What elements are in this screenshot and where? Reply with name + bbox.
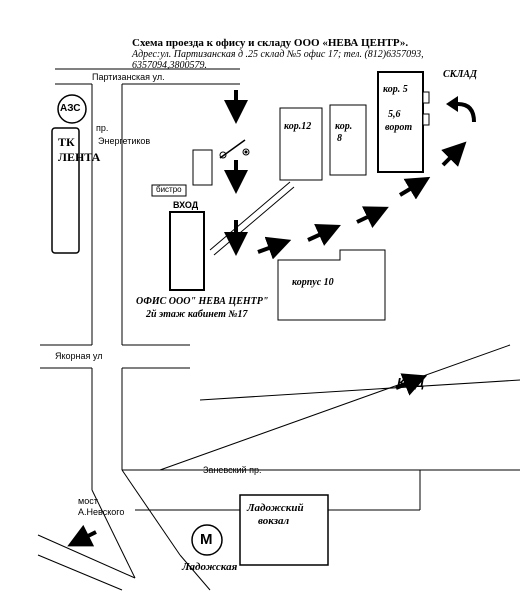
- metro-icon: [191, 524, 223, 556]
- route-arrow: [441, 141, 467, 167]
- azs-marker: [57, 94, 87, 124]
- entrance-label: ВХОД: [173, 200, 199, 210]
- gates-label-line-2: ворот: [385, 122, 413, 133]
- route-arrow: [67, 524, 97, 547]
- gates-label-line-1: 5,6: [388, 109, 401, 120]
- ladozhsky-label-line-1: Ладожский: [247, 502, 304, 514]
- office-building: [169, 211, 205, 291]
- bridge-label-line-1: мост: [78, 496, 98, 506]
- korpus-10-building: [277, 249, 386, 321]
- korpus-8-building: [329, 104, 367, 176]
- address-line-1: Адрес:ул. Партизанская д .25 склад №5 оф…: [132, 49, 424, 60]
- ladozhsky-label-line-2: вокзал: [258, 515, 290, 527]
- route-arrow: [398, 176, 431, 200]
- warehouse-label: СКЛАД: [443, 69, 477, 80]
- korpus-5-building: [377, 71, 424, 173]
- bridge-label-line-2: А.Невского: [78, 507, 125, 517]
- korpus-8-label-line-2: 8: [337, 133, 342, 144]
- tk-lenta-building: [51, 127, 80, 254]
- address-line-2: 6357094,3800579.: [132, 60, 207, 71]
- korpus-5-label: кор. 5: [383, 84, 408, 95]
- gate-marker: [422, 113, 430, 126]
- route-arrow: [307, 224, 341, 246]
- route-arrow: [356, 206, 389, 228]
- street-lines: [37, 68, 521, 591]
- street-energetikov: Энергетиков: [98, 136, 151, 146]
- azs-label: АЗС: [60, 103, 81, 114]
- map-title: Схема проезда к офису и складу ООО «НЕВА…: [132, 37, 409, 49]
- korpus-12-building: [279, 107, 323, 181]
- street-yakornaya: Якорная ул: [55, 351, 103, 361]
- gate-marker: [422, 91, 430, 104]
- metro-station-label: Ладожская: [182, 561, 238, 573]
- office-label-line-1: ОФИС ООО" НЕВА ЦЕНТР": [136, 296, 269, 307]
- metro-letter: М: [200, 531, 213, 548]
- office-label-line-2: 2й этаж кабинет №17: [146, 309, 248, 320]
- warehouse-turn-arrow: [446, 96, 476, 123]
- street-energetikov-prefix: пр.: [96, 123, 109, 133]
- street-partizanskaya: Партизанская ул.: [92, 72, 165, 82]
- route-arrow: [395, 373, 428, 396]
- tk-lenta-label: ТК ЛЕНТА: [58, 135, 100, 164]
- road-kad: КАД: [397, 375, 425, 390]
- barrier-icon: [219, 139, 250, 159]
- railway-lines: [209, 181, 295, 256]
- small-building: [192, 149, 213, 186]
- korpus-8-label-line-1: кор.: [335, 121, 353, 132]
- bistro-label: бистро: [156, 185, 182, 194]
- ladozhsky-station-building: [239, 494, 329, 566]
- korpus-10-label: корпус 10: [292, 277, 334, 288]
- route-arrows: [67, 90, 467, 547]
- korpus-12-label: кор.12: [284, 121, 312, 132]
- street-zanevsky: Заневский пр.: [203, 465, 262, 475]
- bistro-building: [151, 184, 187, 197]
- route-arrow: [257, 236, 292, 260]
